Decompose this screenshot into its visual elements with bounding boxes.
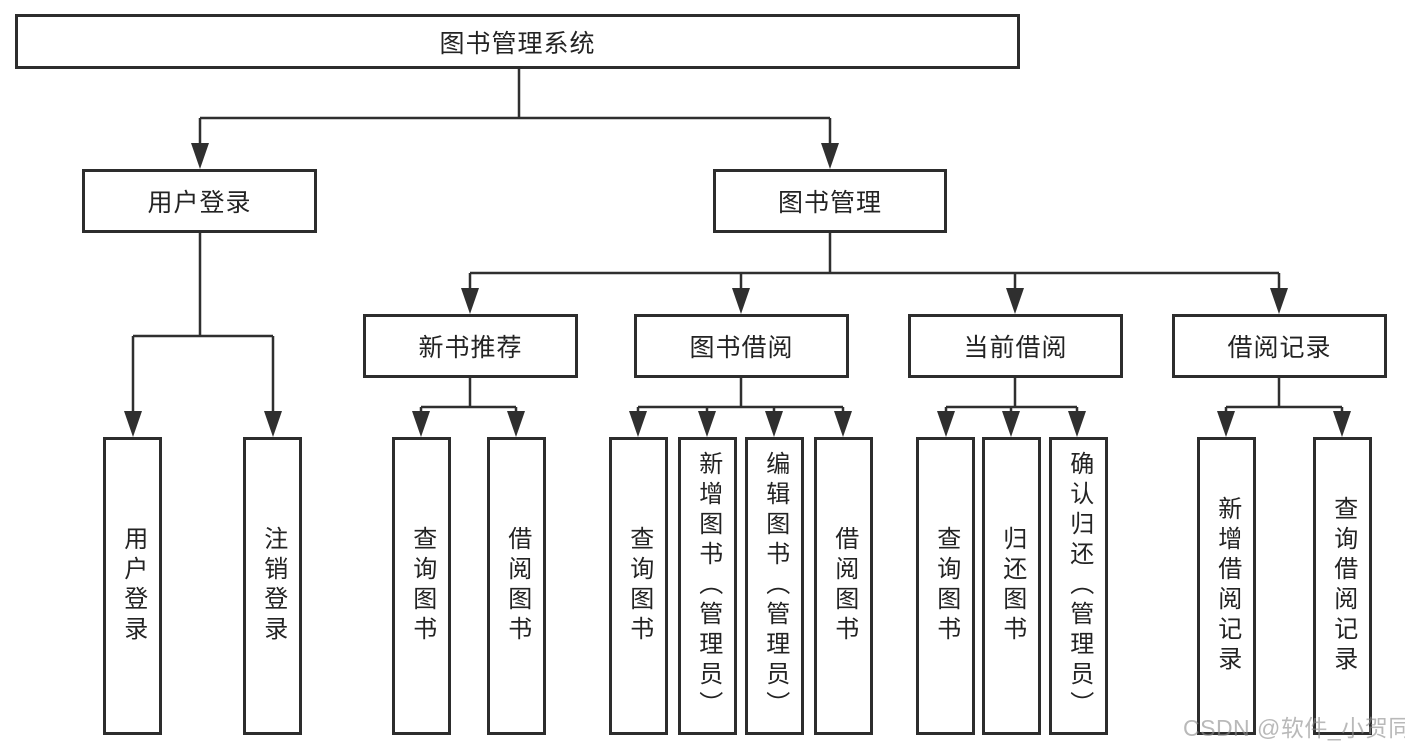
node-label: 注销登录 xyxy=(259,526,287,646)
leaf-edit-books-admin: 编辑图书（管理员） xyxy=(745,437,804,735)
node-label: 借阅图书 xyxy=(503,526,531,646)
leaf-query-borrow-record: 查询借阅记录 xyxy=(1313,437,1372,735)
node-current-borrow: 当前借阅 xyxy=(908,314,1123,378)
leaf-add-books-admin: 新增图书（管理员） xyxy=(678,437,737,735)
node-label: 新书推荐 xyxy=(418,334,523,362)
node-book-borrow: 图书借阅 xyxy=(634,314,849,378)
node-library-management-system: 图书管理系统 xyxy=(15,14,1020,69)
node-label: 编辑图书（管理员） xyxy=(761,451,789,721)
leaf-borrow-books: 借阅图书 xyxy=(814,437,873,735)
leaf-query-books: 查询图书 xyxy=(916,437,975,735)
leaf-add-borrow-record: 新增借阅记录 xyxy=(1197,437,1256,735)
node-label: 图书借阅 xyxy=(689,334,794,362)
node-label: 当前借阅 xyxy=(963,334,1068,362)
node-label: 图书管理 xyxy=(777,189,882,217)
node-user-login: 用户登录 xyxy=(82,169,317,233)
leaf-confirm-return-admin: 确认归还（管理员） xyxy=(1049,437,1108,735)
leaf-query-books: 查询图书 xyxy=(392,437,451,735)
node-label: 图书管理系统 xyxy=(439,29,596,58)
leaf-logout: 注销登录 xyxy=(243,437,302,735)
node-new-book-recommend: 新书推荐 xyxy=(363,314,578,378)
node-label: 查询借阅记录 xyxy=(1329,496,1357,676)
node-book-management: 图书管理 xyxy=(713,169,947,233)
node-label: 新增图书（管理员） xyxy=(694,451,722,721)
node-label: 用户登录 xyxy=(119,526,147,646)
leaf-user-login: 用户登录 xyxy=(103,437,162,735)
node-label: 查询图书 xyxy=(932,526,960,646)
node-borrow-records: 借阅记录 xyxy=(1172,314,1387,378)
leaf-borrow-books: 借阅图书 xyxy=(487,437,546,735)
leaf-query-books: 查询图书 xyxy=(609,437,668,735)
node-label: 用户登录 xyxy=(147,189,252,217)
node-label: 查询图书 xyxy=(408,526,436,646)
node-label: 新增借阅记录 xyxy=(1213,496,1241,676)
node-label: 确认归还（管理员） xyxy=(1065,451,1093,721)
leaf-return-books: 归还图书 xyxy=(982,437,1041,735)
connector-paths xyxy=(131,69,1344,419)
node-label: 查询图书 xyxy=(625,526,653,646)
node-label: 归还图书 xyxy=(998,526,1026,646)
csdn-watermark: CSDN @软件_小贺同学 xyxy=(1183,715,1405,741)
node-label: 借阅图书 xyxy=(830,526,858,646)
node-label: 借阅记录 xyxy=(1227,334,1332,362)
